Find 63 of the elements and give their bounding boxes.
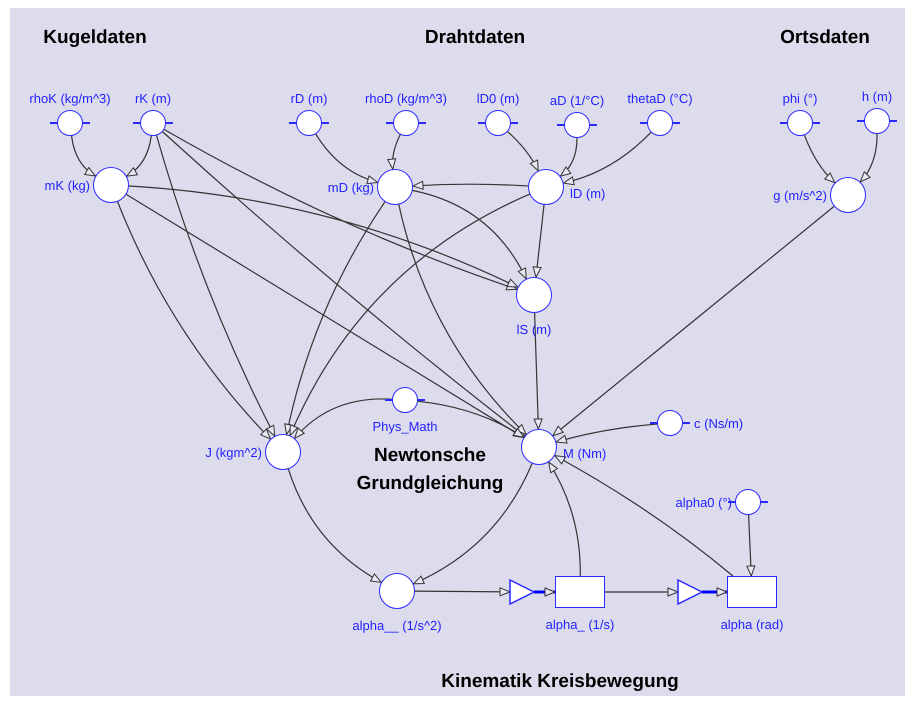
link-arrow (128, 185, 518, 288)
link-arrow (507, 131, 539, 172)
link-arrow (284, 202, 386, 435)
link-arrow (70, 136, 96, 177)
variable-label: lD (m) (570, 186, 606, 201)
link-arrow (746, 514, 756, 576)
variable-label: J (kgm^2) (205, 445, 262, 460)
variable-label: alpha__ (1/s^2) (352, 618, 442, 633)
flow-arrow (702, 588, 728, 596)
link-arrow (289, 194, 530, 436)
variable-label: rhoK (kg/m^3) (29, 91, 111, 106)
section-title: Kugeldaten (42, 26, 148, 50)
link-arrow (560, 138, 578, 177)
section-title: Newtonsche Grundgleichung (356, 444, 504, 496)
link-arrow (126, 136, 152, 177)
link-arrow (315, 134, 378, 184)
variable-label: Phys_Math (372, 419, 438, 434)
variable-label: c (Ns/m) (694, 416, 744, 431)
link-arrow (387, 134, 401, 170)
variable-label: M (Nm) (563, 446, 606, 461)
link-arrow (552, 206, 834, 436)
link-arrow (156, 135, 276, 436)
link-arrow (398, 204, 527, 435)
variable-label: alpha_ (1/s) (546, 617, 614, 632)
variable-label: rhoD (kg/m^3) (365, 91, 447, 106)
link-arrow (162, 131, 526, 436)
variable-label: lD0 (m) (476, 91, 520, 106)
link-arrow (288, 468, 382, 583)
link-arrow (554, 455, 734, 576)
link-arrow (548, 462, 581, 576)
variable-label: thetaD (°C) (627, 91, 693, 106)
variable-label: mD (kg) (328, 180, 374, 195)
variable-label: g (m/s^2) (773, 188, 827, 203)
variable-label: alpha0 (°) (675, 495, 732, 510)
section-title: Ortsdaten (779, 26, 871, 50)
variable-label: rD (m) (290, 91, 328, 106)
valve-triangle (678, 580, 702, 604)
link-arrow (534, 312, 543, 430)
variable-label: rK (m) (134, 91, 172, 106)
link-arrow (556, 423, 658, 444)
link-arrow (563, 132, 652, 186)
link-arrow (164, 128, 518, 290)
variable-label: mK (kg) (44, 178, 90, 193)
section-title: Drahtdaten (424, 26, 526, 50)
link-arrow (117, 202, 271, 440)
link-arrow (126, 194, 524, 438)
link-arrow (418, 400, 524, 438)
link-arrow (412, 180, 528, 190)
link-arrow (532, 204, 545, 278)
link-arrow (294, 398, 392, 439)
link-arrow (412, 190, 527, 280)
flow-arrow (534, 588, 556, 596)
variable-label: h (m) (862, 89, 892, 104)
variable-label: aD (1/°C) (550, 93, 604, 108)
valve-triangle (510, 580, 534, 604)
link-arrow (860, 134, 878, 182)
variable-label: phi (°) (782, 91, 818, 106)
link-arrow (605, 588, 678, 596)
section-title: Kinematik Kreisbewegung (440, 670, 680, 694)
link-arrow (413, 463, 533, 584)
link-arrow (804, 134, 836, 184)
link-arrow (415, 587, 510, 596)
variable-label: alpha (rad) (720, 617, 784, 632)
